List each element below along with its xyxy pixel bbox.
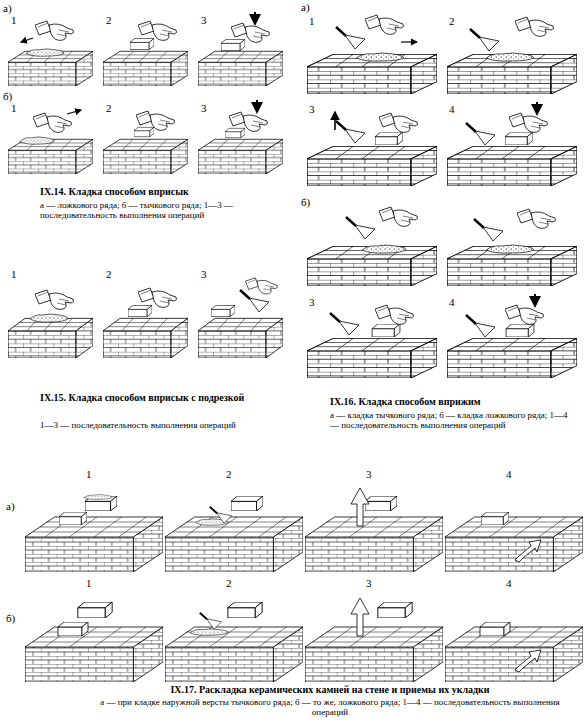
ix16-a4 — [447, 102, 577, 186]
ix14-b3 — [198, 100, 283, 174]
ix16-b4 — [447, 294, 577, 378]
step-number: 4 — [505, 577, 513, 590]
ix14-b2 — [103, 111, 188, 174]
panel-letter: а) — [300, 1, 311, 14]
figure-title: IX.14. Кладка способом вприсык — [40, 186, 285, 198]
ix15-2 — [103, 288, 188, 358]
ix14-a3 — [198, 12, 283, 86]
step-number: 1 — [10, 14, 18, 27]
figure-caption: а — при кладке наружной версты тычкового… — [90, 697, 570, 718]
ix15-3 — [198, 278, 283, 358]
step-number: 1 — [10, 102, 18, 115]
step-number: 2 — [448, 15, 456, 28]
ix17-a3 — [305, 488, 443, 572]
figure-title: IX.17. Раскладка керамических камней на … — [90, 684, 570, 696]
ix17-b1 — [25, 602, 163, 682]
ix14-b1 — [8, 110, 93, 174]
ix16-a3 — [307, 112, 437, 186]
step-number: 4 — [505, 468, 513, 481]
step-number: 3 — [365, 468, 373, 481]
step-number: 2 — [225, 468, 233, 481]
ix17-a2 — [165, 496, 303, 572]
step-number: 3 — [200, 268, 208, 281]
step-number: 2 — [225, 577, 233, 590]
step-number: 3 — [200, 102, 208, 115]
figure-caption: а — ложкового ряда; б — тычкового ряда; … — [40, 200, 280, 221]
step-number: 1 — [85, 468, 93, 481]
figure-title: IX.16. Кладка способом вприжим — [330, 396, 580, 408]
step-number: 1 — [85, 577, 93, 590]
ix17-b4 — [445, 622, 583, 682]
step-number: 1 — [308, 15, 316, 28]
ix17-a4 — [445, 512, 583, 572]
ix14-a2 — [103, 21, 188, 86]
figure-caption: а — кладка тычкового ряда; б — кладка ло… — [330, 410, 575, 431]
ix16-a2 — [447, 17, 577, 94]
panel-letter: б) — [300, 196, 311, 209]
panel-letter: б) — [5, 612, 16, 625]
ix16-b1 — [307, 207, 437, 286]
figure-title: IX.15. Кладка способом вприсык с подрезк… — [40, 392, 295, 404]
ix16-a1 — [307, 15, 437, 94]
step-number: 4 — [448, 296, 456, 309]
step-number: 2 — [105, 14, 113, 27]
panel-letter: б) — [2, 90, 13, 103]
ix14-a1 — [8, 21, 93, 86]
ix15-1 — [8, 290, 93, 358]
step-number: 3 — [308, 103, 316, 116]
ix16-b3 — [307, 305, 437, 378]
ix17-a1 — [25, 495, 163, 572]
step-number: 4 — [448, 103, 456, 116]
step-number: 3 — [365, 577, 373, 590]
figure-caption: 1—3 — последовательность выполнения опер… — [40, 420, 280, 430]
step-number: 1 — [10, 268, 18, 281]
step-number: 2 — [105, 102, 113, 115]
step-number: 2 — [105, 268, 113, 281]
panel-letter: а) — [2, 2, 13, 15]
step-number: 3 — [308, 296, 316, 309]
panel-letter: а) — [5, 500, 16, 513]
ix16-b2 — [447, 209, 577, 286]
step-number: 3 — [200, 14, 208, 27]
ix17-b3 — [305, 598, 443, 682]
ix17-b2 — [165, 602, 303, 682]
